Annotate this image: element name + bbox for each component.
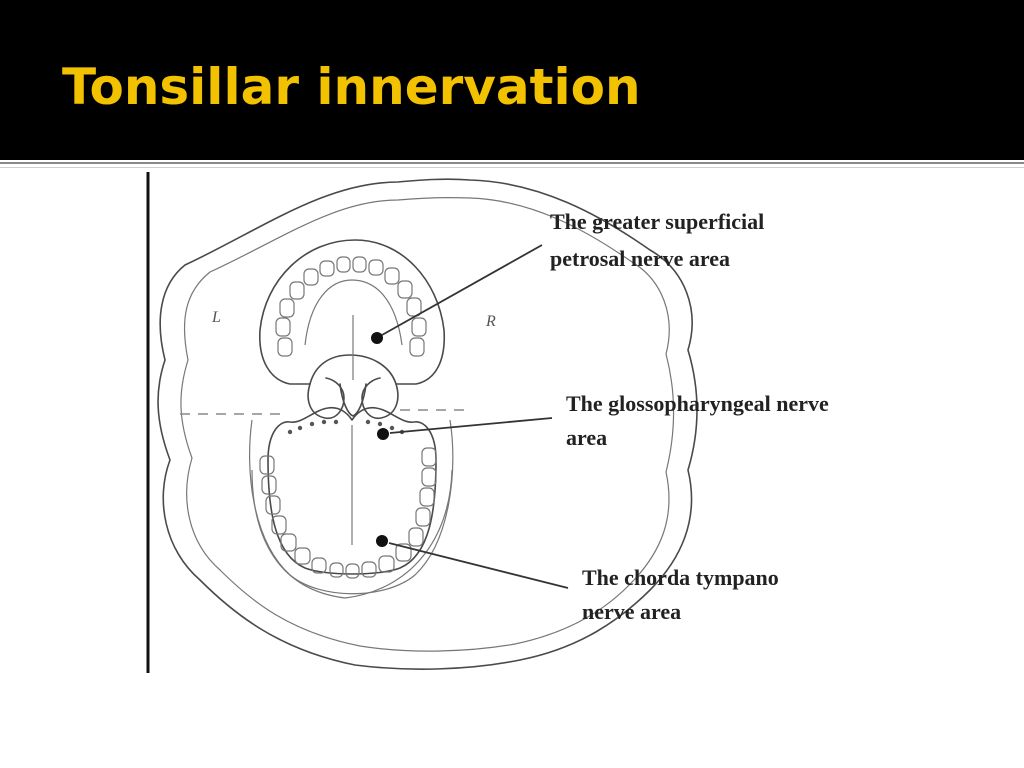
upper-teeth bbox=[275, 256, 427, 357]
glossopharyngeal-point bbox=[377, 428, 389, 440]
innervation-figure: L R bbox=[140, 170, 920, 675]
palate-inner bbox=[304, 279, 403, 346]
upper-mouth-outline bbox=[259, 239, 446, 385]
label-glossopharyngeal-line1: The glossopharyngeal nerve bbox=[566, 391, 829, 416]
divider-line bbox=[0, 162, 1024, 164]
title-bar: Tonsillar innervation bbox=[0, 0, 1024, 160]
label-petrosal-line2: petrosal nerve area bbox=[550, 246, 730, 271]
divider-line-secondary bbox=[0, 167, 1024, 168]
left-tonsil bbox=[307, 377, 345, 420]
right-side-mark: R bbox=[485, 313, 496, 330]
lower-teeth bbox=[259, 447, 437, 579]
label-chorda-line1: The chorda tympano bbox=[582, 565, 779, 590]
label-petrosal-line1: The greater superficial bbox=[550, 209, 764, 234]
slide-title: Tonsillar innervation bbox=[62, 58, 641, 116]
chin-contour bbox=[251, 469, 453, 599]
leader-line-glossopharyngeal bbox=[389, 417, 553, 434]
left-side-mark: L bbox=[211, 309, 221, 326]
mouth-diagram: L R bbox=[146, 172, 829, 673]
glossopharyngeal-boundary bbox=[287, 419, 405, 435]
face-inner-outline bbox=[180, 197, 675, 652]
label-chorda-line2: nerve area bbox=[582, 599, 681, 624]
leader-line-petrosal bbox=[381, 244, 543, 336]
leader-line-chorda bbox=[388, 542, 569, 589]
face-outline bbox=[157, 178, 698, 670]
uvula bbox=[339, 383, 367, 417]
label-glossopharyngeal-line2: area bbox=[566, 425, 607, 450]
chorda-tympano-point bbox=[376, 535, 388, 547]
greater-superficial-petrosal-point bbox=[371, 332, 383, 344]
right-tonsil bbox=[361, 377, 399, 420]
